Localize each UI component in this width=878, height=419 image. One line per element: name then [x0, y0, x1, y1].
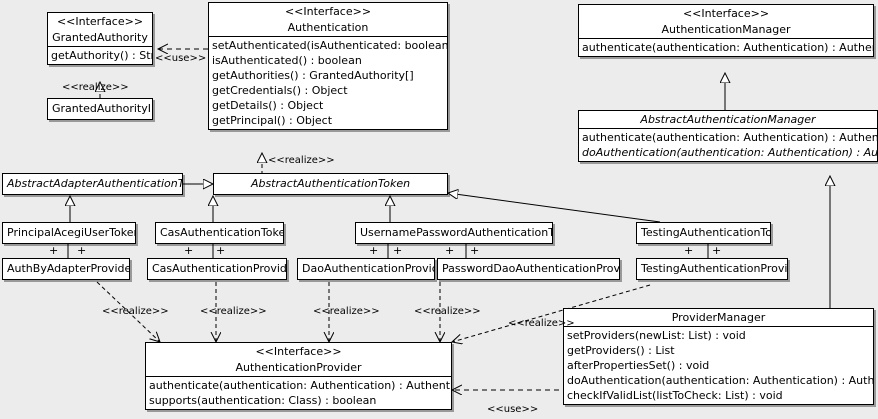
class-authentication-provider[interactable]: <<Interface>> AuthenticationProvider aut…	[145, 342, 452, 410]
class-name: DaoAuthenticationProvider	[302, 262, 434, 275]
class-name: CasAuthenticationProvider	[152, 262, 287, 275]
class-testing-authentication-provider[interactable]: TestingAuthenticationProvider	[636, 258, 788, 280]
class-abstract-adapter-authentication-token[interactable]: AbstractAdapterAuthenticationToken	[2, 173, 183, 195]
edge-label-use-authentication-granted-authority: <<use>>	[155, 53, 207, 64]
operations-compartment: authenticate(authentication: Authenticat…	[146, 376, 451, 409]
class-auth-by-adapter-provider[interactable]: AuthByAdapterProvider	[2, 258, 130, 280]
edge-label-realize-dao-provider: <<realize>>	[313, 306, 380, 317]
operation: setAuthenticated(isAuthenticated: boolea…	[212, 39, 448, 52]
multiplicity-marker: +	[393, 244, 403, 257]
class-name: CasAuthenticationToken	[160, 226, 284, 239]
class-name: GrantedAuthority	[52, 31, 148, 44]
class-name: PrincipalAcegiUserToken	[7, 226, 136, 239]
operations-compartment: authenticate(authentication: Authenticat…	[579, 128, 877, 161]
class-password-dao-authentication-provider[interactable]: PasswordDaoAuthenticationProvider	[437, 258, 620, 280]
class-name: AuthenticationManager	[661, 23, 791, 36]
class-testing-authentication-token[interactable]: TestingAuthenticationToken	[636, 222, 771, 244]
operation: checkIfValidList(listToCheck: List) : vo…	[567, 389, 783, 402]
operation: setProviders(newList: List) : void	[567, 329, 746, 342]
operation: getAuthority() : String	[51, 49, 152, 62]
class-name: GrantedAuthorityImpl	[52, 102, 152, 115]
class-provider-manager[interactable]: ProviderManager setProviders(newList: Li…	[563, 308, 874, 405]
multiplicity-marker: +	[49, 244, 59, 257]
edge-label-realize-password-dao-provider: <<realize>>	[414, 306, 481, 317]
multiplicity-marker: +	[684, 244, 694, 257]
edge-label-realize-granted-authority-impl: <<realize>>	[62, 82, 129, 93]
class-granted-authority[interactable]: <<Interface>> GrantedAuthority getAuthor…	[47, 12, 153, 65]
class-abstract-authentication-manager[interactable]: AbstractAuthenticationManager authentica…	[578, 110, 878, 162]
class-abstract-authentication-token[interactable]: AbstractAuthenticationToken	[213, 173, 448, 195]
edge-label-use-provider-manager: <<use>>	[487, 404, 539, 415]
operations-compartment: setProviders(newList: List) : void getPr…	[564, 326, 873, 404]
class-name: AbstractAdapterAuthenticationToken	[7, 177, 183, 190]
class-name: AuthByAdapterProvider	[7, 262, 130, 275]
operation: supports(authentication: Class) : boolea…	[149, 394, 377, 407]
operations-compartment: getAuthority() : String	[48, 46, 152, 64]
multiplicity-marker: +	[470, 244, 480, 257]
class-username-password-authentication-token[interactable]: UsernamePasswordAuthenticationToken	[355, 222, 553, 244]
operations-compartment: setAuthenticated(isAuthenticated: boolea…	[209, 36, 447, 129]
multiplicity-marker: +	[712, 244, 722, 257]
class-name: Authentication	[287, 21, 369, 34]
class-stereotype: <<Interface>>	[682, 7, 770, 20]
class-name: AbstractAuthenticationManager	[640, 113, 816, 126]
class-stereotype: <<Interface>>	[56, 15, 144, 28]
class-name: TestingAuthenticationProvider	[641, 262, 788, 275]
class-principal-acegi-user-token[interactable]: PrincipalAcegiUserToken	[2, 222, 136, 244]
class-name: UsernamePasswordAuthenticationToken	[360, 226, 553, 239]
operation: afterPropertiesSet() : void	[567, 359, 710, 372]
class-name: PasswordDaoAuthenticationProvider	[442, 262, 620, 275]
operation: authenticate(authentication: Authenticat…	[149, 379, 451, 392]
class-name: ProviderManager	[671, 311, 766, 324]
edge-label-realize-cas-provider: <<realize>>	[200, 306, 267, 317]
class-name: AuthenticationProvider	[235, 361, 362, 374]
class-authentication[interactable]: <<Interface>> Authentication setAuthenti…	[208, 2, 448, 130]
operation: authenticate(authentication: Authenticat…	[582, 131, 877, 144]
class-authentication-manager[interactable]: <<Interface>> AuthenticationManager auth…	[578, 4, 874, 57]
class-granted-authority-impl[interactable]: GrantedAuthorityImpl	[47, 98, 153, 120]
operation: doAuthentication(authentication: Authent…	[567, 374, 874, 387]
class-name: TestingAuthenticationToken	[641, 226, 770, 239]
operation: getAuthorities() : GrantedAuthority[]	[212, 69, 414, 82]
multiplicity-marker: +	[216, 244, 226, 257]
operation: getProviders() : List	[567, 344, 675, 357]
operation: getDetails() : Object	[212, 99, 324, 112]
edge-label-realize-abstract-authentication-token: <<realize>>	[268, 155, 335, 166]
class-cas-authentication-provider[interactable]: CasAuthenticationProvider	[147, 258, 287, 280]
operation: getPrincipal() : Object	[212, 114, 333, 127]
edge-label-realize-testing-provider: <<realize>>	[508, 318, 575, 329]
class-stereotype: <<Interface>>	[255, 345, 342, 358]
multiplicity-marker: +	[77, 244, 87, 257]
operations-compartment: authenticate(authentication: Authenticat…	[579, 38, 873, 56]
edge-label-realize-auth-by-adapter-provider: <<realize>>	[102, 306, 169, 317]
class-stereotype: <<Interface>>	[284, 5, 372, 18]
operation: doAuthentication(authentication: Authent…	[582, 146, 878, 159]
edge-testing-authentication-token-extends-abstract-authentication-token	[448, 193, 661, 223]
operation: isAuthenticated() : boolean	[212, 54, 362, 67]
operation: authenticate(authentication: Authenticat…	[582, 41, 873, 54]
multiplicity-marker: +	[445, 244, 455, 257]
multiplicity-marker: +	[369, 244, 379, 257]
class-cas-authentication-token[interactable]: CasAuthenticationToken	[155, 222, 284, 244]
class-dao-authentication-provider[interactable]: DaoAuthenticationProvider	[297, 258, 435, 280]
class-name: AbstractAuthenticationToken	[250, 177, 411, 190]
multiplicity-marker: +	[184, 244, 194, 257]
operation: getCredentials() : Object	[212, 84, 348, 97]
